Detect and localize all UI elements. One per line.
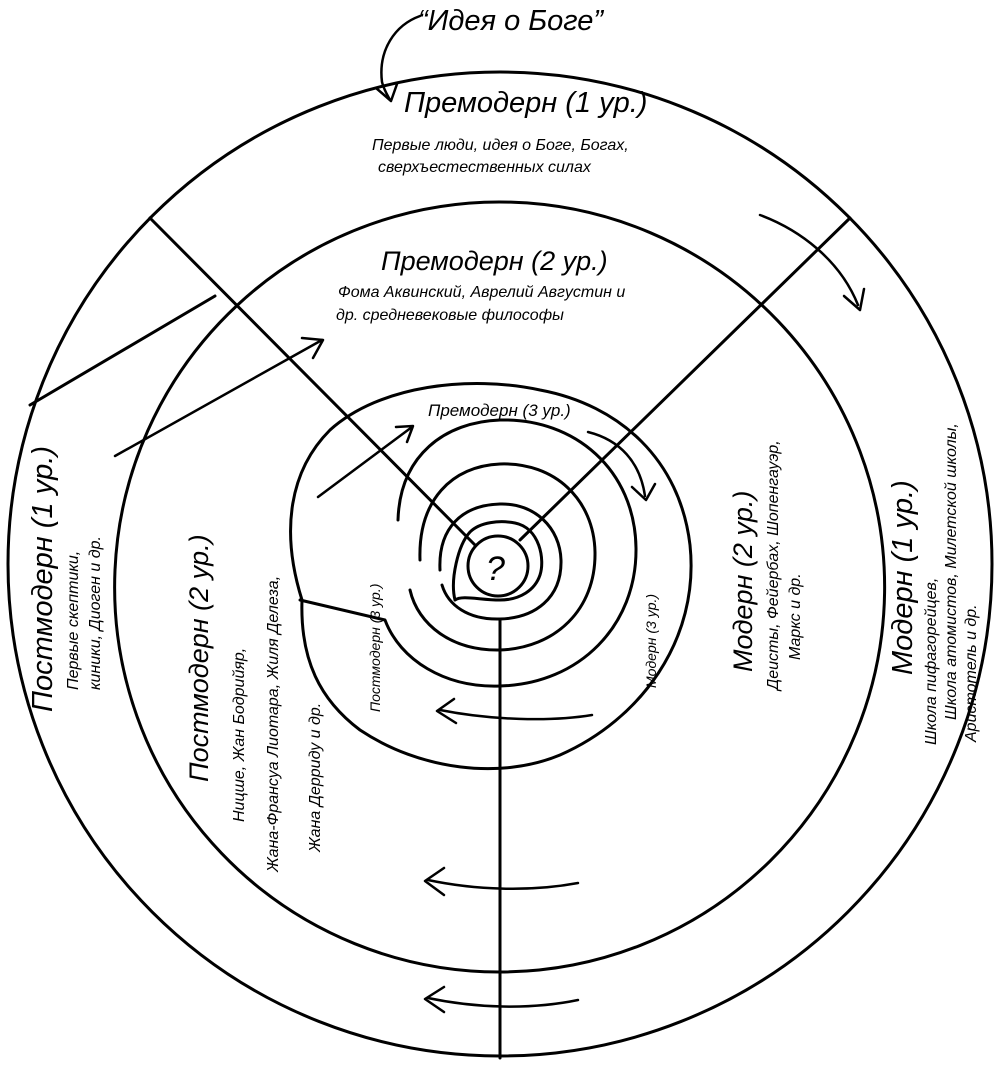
- postmodern1-line-2: киники, Диоген и др.: [87, 536, 104, 690]
- modern2-line-2: Маркс и др.: [787, 573, 804, 660]
- premodern1-heading: Премодерн (1 ур.): [404, 87, 647, 119]
- diagram-title: “Идея о Боге”: [418, 5, 604, 37]
- arrow-title-to-premodern1: [374, 14, 422, 103]
- modern1-line-2: Школа атомистов, Милетской школы,: [943, 423, 960, 720]
- arrow-premodern1-to-modern1: [758, 213, 866, 312]
- postmodern1-heading: Постмодерн (1 ур.): [27, 446, 59, 712]
- spiral-ring-1: [298, 418, 638, 688]
- arrow-postmodern1-to-premodern2: [113, 336, 325, 458]
- modern2-line-1: Деисты, Фейербах, Шопенгауэр,: [765, 440, 782, 692]
- spiral-ring-4: [451, 520, 544, 602]
- premodern2-line-1: Фома Аквинский, Аврелий Августин и: [338, 284, 625, 301]
- level3-ring: [289, 382, 693, 771]
- premodern1-line-1: Первые люди, идея о Боге, Богах,: [372, 137, 629, 154]
- modern1-heading: Модерн (1 ур.): [887, 480, 919, 675]
- divider-left-bar: [28, 294, 217, 407]
- postmodern3-heading: Постмодерн (3 ур.): [367, 584, 383, 712]
- modern2-heading: Модерн (2 ур.): [728, 491, 758, 672]
- arrow-postmodern2-to-premodern3: [316, 424, 415, 499]
- postmodern2-heading: Постмодерн (2 ур.): [184, 534, 214, 782]
- modern3-heading: Модерн (3 ур.): [643, 594, 659, 688]
- arrow-premodern3-to-modern3: [586, 430, 657, 502]
- modern1-line-1: Школа пифагорейцев,: [923, 578, 940, 745]
- divider-upper-left: [148, 216, 477, 547]
- premodern1-line-2: сверхъестественных силах: [378, 159, 592, 176]
- premodern2-line-2: др. средневековые философы: [336, 307, 564, 324]
- spiral-ring-2: [408, 462, 597, 652]
- divider-upper-right: [518, 216, 852, 542]
- postmodern2-line-2: Жана-Франсуа Лиотара, Жиля Делеза,: [265, 576, 282, 873]
- center-question-mark: ?: [486, 550, 505, 588]
- level2-ring: [113, 200, 887, 974]
- arrow-modern1-to-postmodern1: [423, 985, 580, 1014]
- center-circle: [466, 534, 530, 598]
- postmodern2-line-1: Ницше, Жан Бодрийяр,: [231, 648, 248, 822]
- postmodern1-line-1: Первые скептики,: [65, 551, 82, 690]
- premodern3-heading: Премодерн (3 ур.): [428, 401, 571, 420]
- postmodern2-line-3: Жана Дерриду и др.: [307, 703, 324, 853]
- spiral-ring-3: [438, 502, 563, 621]
- arrow-modern2-to-postmodern2: [423, 866, 580, 897]
- modern1-line-3: Аристотель и др.: [963, 604, 980, 743]
- arrow-modern3-to-postmodern3: [435, 697, 594, 725]
- premodern2-heading: Премодерн (2 ур.): [381, 246, 608, 276]
